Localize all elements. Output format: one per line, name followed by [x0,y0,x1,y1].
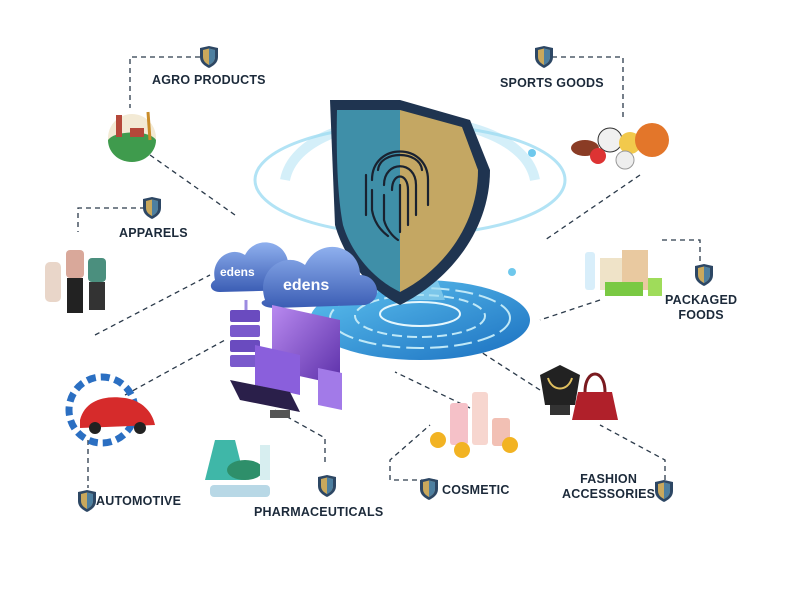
fingerprint-shield-icon [330,100,490,305]
shield-badge-apparels-icon [143,197,161,219]
pharma-lab-icon [205,440,270,497]
shield-badge-agro-icon [200,46,218,68]
shield-badge-cosmetic-icon [420,478,438,500]
shield-badge-fashion-icon [655,480,673,502]
center-graphic [210,100,567,418]
cloud-logo-1: edens [220,265,255,279]
car-gear-icon [65,373,155,447]
label-pharmaceuticals: PHARMACEUTICALS [254,505,384,519]
handbag-necklace-icon [540,365,618,420]
agro-farm-icon [108,111,156,162]
cosmetic-bottles-icon [430,392,518,458]
label-automotive: AUTOMOTIVE [96,494,182,508]
shield-badge-pharma-icon [318,475,336,497]
shield-badge-sports-icon [535,46,553,68]
sports-balls-icon [571,123,669,170]
shield-badge-packaged-icon [695,264,713,286]
cloud-front [261,246,378,308]
label-cosmetic: COSMETIC [442,483,510,497]
cloud-logo-2: edens [283,277,329,294]
apparel-mannequins-icon [45,250,106,313]
packaged-foods-icon [585,250,662,296]
label-sports-goods: SPORTS GOODS [500,76,604,90]
server-stack [230,300,260,367]
shield-badge-automotive-icon [78,490,96,512]
label-apparels: APPARELS [119,226,188,240]
label-agro-products: AGRO PRODUCTS [152,73,266,87]
devices-group [230,305,342,418]
connector-lines [77,56,701,488]
